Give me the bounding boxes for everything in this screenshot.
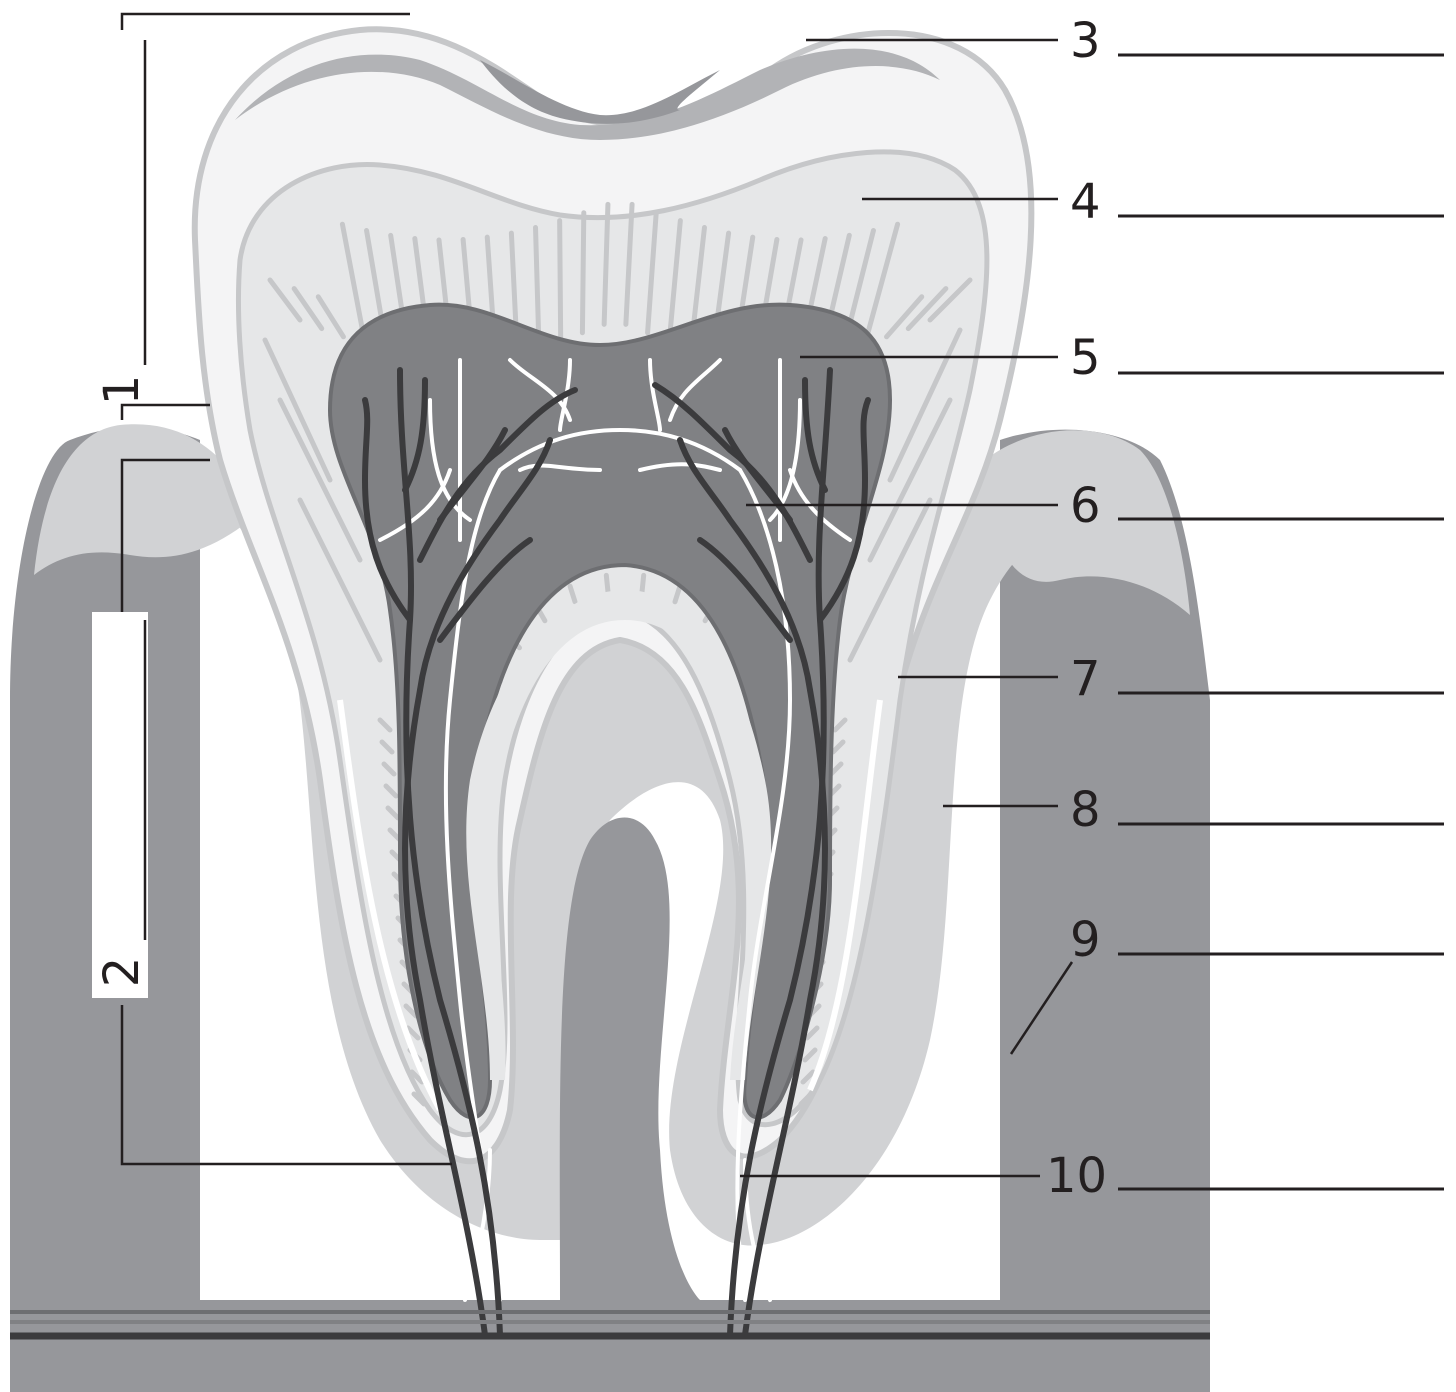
label-5: 5	[1070, 330, 1101, 386]
label-3: 3	[1070, 13, 1101, 69]
label-9: 9	[1070, 912, 1101, 968]
label-7: 7	[1070, 651, 1101, 707]
label-8: 8	[1070, 782, 1101, 838]
label-10: 10	[1046, 1148, 1107, 1204]
label-2: 2	[94, 957, 150, 988]
label-6: 6	[1070, 478, 1101, 534]
label-1: 1	[94, 375, 150, 406]
label-4: 4	[1070, 174, 1101, 230]
